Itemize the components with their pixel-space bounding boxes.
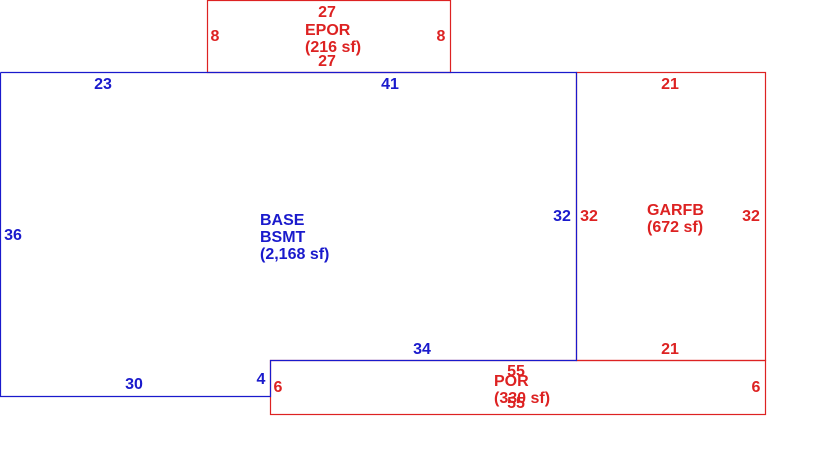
base-area-subcode: BSMT xyxy=(260,229,306,246)
epor-dim-bottom: 27 xyxy=(318,53,336,70)
garfb-area-code: GARFB xyxy=(647,202,704,219)
garfb-dim-bottom: 21 xyxy=(661,341,679,358)
por-dim-bottom: 55 xyxy=(507,395,525,412)
por-dim-right: 6 xyxy=(752,379,761,396)
garfb-dim-right: 32 xyxy=(742,208,760,225)
base-area-size: (2,168 sf) xyxy=(260,246,329,263)
epor-dim-right: 8 xyxy=(437,28,446,45)
base-dim-bottom-right: 34 xyxy=(413,341,431,358)
por-area-size: (330 sf) xyxy=(494,390,550,407)
por-dim-top: 55 xyxy=(507,363,525,380)
epor-dim-top: 27 xyxy=(318,4,336,21)
base-dim-bottom-left: 30 xyxy=(125,376,143,393)
base-dim-top-right: 41 xyxy=(381,76,399,93)
epor-dim-left: 8 xyxy=(211,28,220,45)
base-dim-right: 32 xyxy=(553,208,571,225)
garfb-dim-top: 21 xyxy=(661,76,679,93)
base-dim-step: 4 xyxy=(257,371,266,388)
base-outline xyxy=(0,71,578,398)
garfb-area-size: (672 sf) xyxy=(647,219,703,236)
por-dim-left: 6 xyxy=(274,379,283,396)
epor-area-code: EPOR xyxy=(305,22,351,39)
base-dim-top-left: 23 xyxy=(94,76,112,93)
garfb-dim-left: 32 xyxy=(580,208,598,225)
base-dim-left: 36 xyxy=(4,227,22,244)
por-area-code: POR xyxy=(494,373,529,390)
epor-area-size: (216 sf) xyxy=(305,39,361,56)
base-area-code: BASE xyxy=(260,212,305,229)
